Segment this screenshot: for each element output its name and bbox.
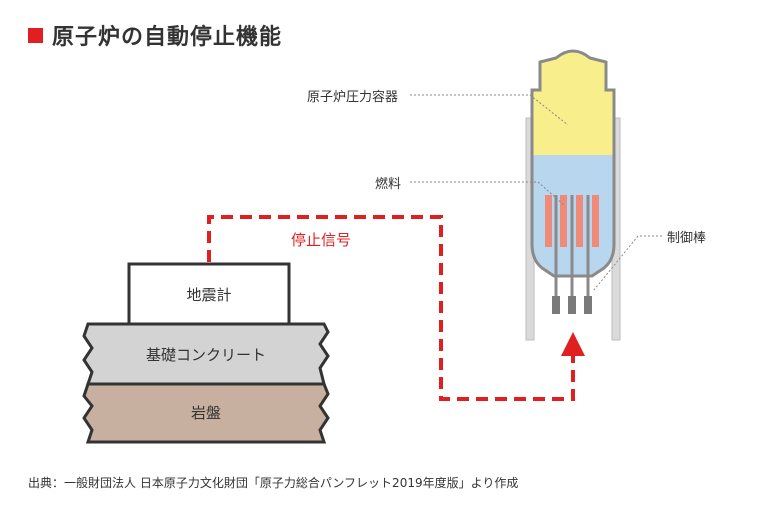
control-rod-drive (568, 296, 576, 314)
leader-line-vessel (529, 94, 569, 126)
label-fuel: 燃料 (375, 177, 402, 192)
fuel-rod (560, 195, 567, 247)
fuel-rod (592, 195, 599, 247)
pressure-vessel-outline (530, 49, 616, 278)
title-bar: 原子炉の自動停止機能 (28, 20, 282, 50)
stop-signal-path (207, 215, 575, 401)
label-bedrock: 岩盤 (190, 404, 221, 422)
source-note: 出典：一般財団法人 日本原子力文化財団「原子力総合パンフレット2019年度版」よ… (28, 476, 519, 490)
label-foundation: 基礎コンクリート (145, 346, 266, 364)
fuel-rod (576, 195, 583, 247)
control-rod-drive (584, 296, 592, 314)
page-title: 原子炉の自動停止機能 (52, 25, 283, 50)
label-stop-signal: 停止信号 (291, 231, 352, 249)
arrow-up-icon (561, 332, 585, 356)
control-rods (552, 195, 592, 314)
label-control-rods: 制御棒 (667, 231, 707, 246)
fuel-rods (545, 195, 599, 247)
label-pressure-vessel: 原子炉圧力容器 (307, 90, 399, 105)
fuel-rod (545, 195, 552, 247)
title-square-icon (28, 27, 43, 43)
label-seismometer: 地震計 (186, 286, 232, 304)
bedrock-block (82, 382, 330, 444)
control-rod-drive (552, 296, 560, 314)
